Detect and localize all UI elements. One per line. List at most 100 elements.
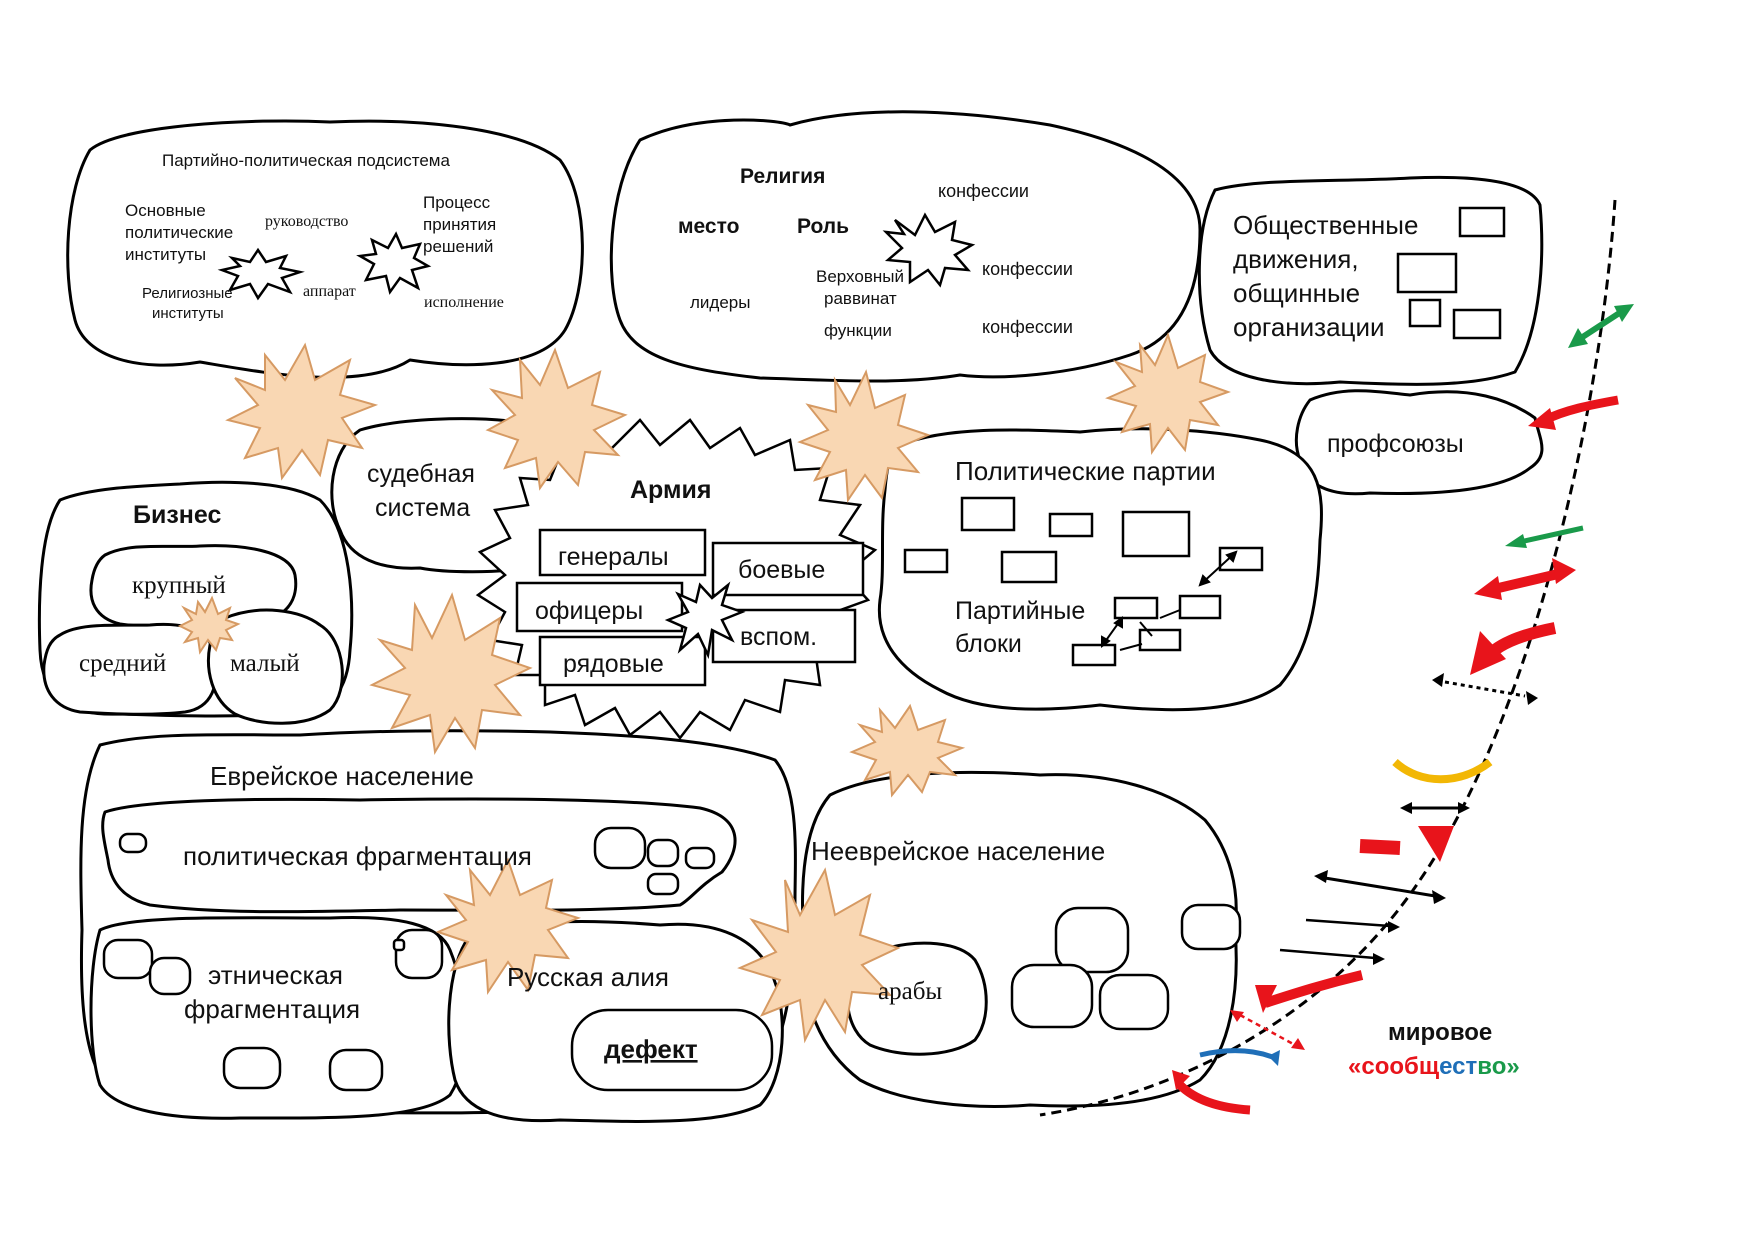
religion-leaders: лидеры (690, 293, 750, 312)
business-large: крупный (132, 572, 226, 599)
fragment-shape (646, 838, 680, 868)
religion-rabbinate-1: Верховный (816, 267, 904, 286)
business-title: Бизнес (133, 501, 221, 529)
political-star-1 (217, 247, 305, 301)
movement-box (1452, 308, 1502, 340)
community-shape (1054, 906, 1130, 974)
blast-army-nonjewish (849, 703, 966, 798)
army-link-star (664, 581, 746, 660)
religion-title: Религия (740, 165, 825, 188)
bloc-arrows (1101, 550, 1238, 651)
political-subsystem-cloud (66, 119, 584, 379)
institutes-label-2: политические (125, 223, 233, 242)
party-box (1218, 546, 1264, 572)
arabs-label: арабы (878, 978, 942, 1005)
religion-confessions-2: конфессии (982, 259, 1073, 279)
blast-aliyah-arabs (737, 867, 901, 1044)
bloc-box (1113, 596, 1159, 620)
generals-box (538, 528, 707, 577)
movements-label-1: Общественные (1233, 210, 1418, 240)
army-privates: рядовые (563, 650, 664, 678)
privates-box (538, 635, 707, 687)
fragment-shape (328, 1048, 384, 1092)
religion-confessions-3: конфессии (982, 317, 1073, 337)
religion-rabbinate-2: раввинат (824, 289, 897, 308)
defect-box (570, 1008, 774, 1092)
process-label-2: принятия (423, 215, 496, 234)
apparatus-label: аппарат (303, 283, 356, 300)
bloc-box (1071, 643, 1117, 667)
fragment-shape (102, 938, 154, 980)
army-combat: боевые (738, 556, 825, 584)
army-title: Армия (630, 476, 711, 504)
institutes-label-1: Основные (125, 201, 206, 220)
russian-aliyah-label: Русская алия (507, 962, 669, 992)
party-box (960, 496, 1016, 532)
party-box (1048, 512, 1094, 538)
execution-label: исполнение (424, 294, 504, 311)
party-box (1121, 510, 1191, 558)
religion-role: Роль (797, 215, 849, 238)
judicial-label-1: судебная (367, 460, 475, 488)
political-fragmentation-label: политическая фрагментация (183, 841, 532, 871)
party-box (1000, 550, 1058, 584)
institutes-label-3: институты (125, 245, 206, 264)
movements-label-4: организации (1233, 312, 1385, 342)
community-shape (1010, 963, 1094, 1029)
fragment-shape (222, 1046, 282, 1090)
army-generals: генералы (558, 543, 669, 571)
movement-box (1396, 252, 1458, 294)
ethnic-fragmentation-label-1: этническая (208, 960, 343, 990)
business-small: малый (230, 650, 300, 677)
party-box (903, 548, 949, 574)
leadership-label: руководство (265, 213, 348, 230)
blast-religion-army (797, 369, 931, 503)
political-fragmentation-cloud (101, 797, 737, 914)
fragment-shape (394, 928, 444, 980)
blast-jewish-ethnic (435, 857, 581, 996)
combat-box (711, 541, 865, 597)
parties-blocs-1: Партийные (955, 597, 1085, 625)
business-medium-cloud (42, 622, 218, 716)
fragment-shape (118, 832, 148, 854)
army-officers: офицеры (535, 597, 643, 625)
political-star-2 (356, 231, 432, 295)
unions-label: профсоюзы (1327, 430, 1464, 458)
business-medium: средний (79, 650, 166, 677)
movements-label-3: общинные (1233, 278, 1360, 308)
religious-institutes-label-2: институты (152, 305, 224, 322)
judicial-label-2: система (375, 494, 470, 522)
world-part-green: во (1477, 1053, 1506, 1080)
auxiliary-box (711, 608, 857, 664)
political-subsystem-title: Партийно-политическая подсистема (162, 151, 450, 170)
bloc-box (1138, 628, 1182, 652)
process-label-1: Процесс (423, 193, 491, 212)
blast-religion-parties (1105, 332, 1231, 455)
ethnic-fragmentation-label-2: фрагментация (184, 994, 360, 1024)
movements-label-2: движения, (1233, 244, 1359, 274)
community-shape (1180, 903, 1242, 951)
blast-political-judicial (485, 347, 628, 491)
religion-confessions-1: конфессии (938, 181, 1029, 201)
world-part-blue: ест (1439, 1053, 1477, 1080)
world-label-2: «сообщество» (1348, 1053, 1520, 1080)
parties-title: Политические партии (955, 456, 1216, 486)
blast-political-business (225, 342, 379, 481)
defect-label: дефект (604, 1034, 698, 1064)
fragment-shape (392, 938, 406, 952)
religion-functions: функции (824, 321, 892, 340)
religion-place: место (678, 215, 739, 238)
process-label-3: решений (423, 237, 493, 256)
fragment-shape (593, 826, 647, 870)
world-quote-close: » (1506, 1053, 1519, 1080)
religious-institutes-label-1: Религиозные (142, 285, 233, 302)
movement-box (1458, 206, 1506, 238)
world-part-red: сообщ (1361, 1053, 1439, 1080)
world-arrows (1172, 304, 1634, 1115)
blast-business-small (177, 595, 241, 655)
business-small-cloud (206, 608, 344, 725)
parties-blocs-2: блоки (955, 630, 1022, 658)
fragment-shape (646, 872, 680, 896)
non-jewish-title: Нееврейское население (811, 836, 1105, 866)
